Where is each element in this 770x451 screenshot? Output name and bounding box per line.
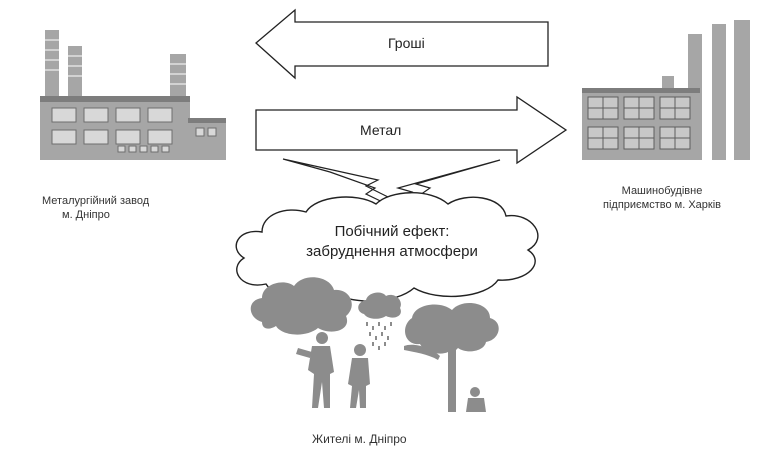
right-factory-label: Машинобудівне підприємство м. Харків xyxy=(582,184,742,212)
side-effect-line2: забруднення атмосфери xyxy=(306,243,478,260)
metal-label: Метал xyxy=(360,122,402,138)
left-factory-label-line2: м. Дніпро xyxy=(62,209,110,221)
residents-silhouettes-icon xyxy=(250,277,499,412)
right-factory-label-line1: Машинобудівне xyxy=(621,185,703,197)
residents-label: Жителі м. Дніпро xyxy=(312,432,407,446)
right-factory-label-line2: підприємство м. Харків xyxy=(603,199,721,211)
left-factory-label: Металургійний завод м. Дніпро xyxy=(42,194,149,222)
metal-arrow xyxy=(255,95,568,165)
pollution-cloud xyxy=(235,192,539,302)
right-factory-icon xyxy=(582,20,750,160)
side-effect-text: Побічний ефект: забруднення атмосфери xyxy=(262,222,522,262)
left-factory-label-line1: Металургійний завод xyxy=(42,195,150,207)
left-factory-icon xyxy=(40,30,226,160)
money-label: Гроші xyxy=(388,35,425,51)
side-effect-line1: Побічний ефект: xyxy=(334,223,450,240)
money-arrow xyxy=(255,8,549,80)
